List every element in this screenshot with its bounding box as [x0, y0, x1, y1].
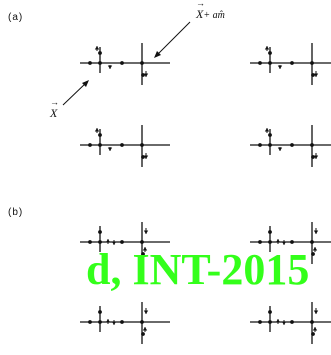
panel-a-top-left-site-dot-lower — [141, 73, 145, 77]
panel-a-bottom-right-spin-a2-head — [313, 155, 319, 159]
panel-a-bottom-right-site-dot-lower — [311, 155, 315, 159]
panel-a-bottom-left-site-dot-0 — [88, 143, 92, 147]
panel-a-bottom-left-site-dot-1 — [98, 143, 102, 147]
panel-b-bottom-right-spin-b4-head — [312, 327, 318, 331]
panel-b-top-right-spin-b2-head — [281, 241, 287, 245]
panel-b-top-left-spin-b1-head — [105, 239, 111, 243]
panel-a-bottom-right-site-dot-upper — [268, 133, 272, 137]
panel-b-top-left-spin-b4-head — [142, 247, 148, 251]
panel-a-bottom-right-site-dot-3 — [310, 143, 314, 147]
pointer-x-head — [82, 80, 89, 87]
panel-a-top-left-spin-a1-head — [94, 46, 100, 50]
pointer-x-plus-am-head — [154, 51, 161, 58]
panel-b-bottom-right-site-dot-2 — [290, 320, 294, 324]
panel-b-top-left-spin-b3-head — [143, 230, 149, 234]
panel-b-top-left-site-dot-lower — [141, 252, 145, 256]
panel-a-top-right-site-dot-3 — [310, 61, 314, 65]
panel-b-bottom-left-site-dot-upper — [98, 310, 102, 314]
panel-a-bottom-right-site-dot-2 — [290, 143, 294, 147]
panel-b-bottom-right-site-dot-lower — [311, 332, 315, 336]
panel-a-top-left-site-dot-upper — [98, 51, 102, 55]
panel-a-bottom-left-site-dot-lower — [141, 155, 145, 159]
panel-a-top-right-spin-a3-head — [277, 65, 283, 69]
panel-a-bottom-left-spin-a3-head — [107, 147, 113, 151]
panel-b-bottom-right-spin-b1-head — [275, 319, 281, 323]
panel-b-top-right-site-dot-3 — [310, 240, 314, 244]
panel-b-bottom-right-spin-b3-head — [313, 310, 319, 314]
panel-b-bottom-right-site-dot-0 — [258, 320, 262, 324]
panel-b-top-left-site-dot-upper — [98, 230, 102, 234]
panel-a-bottom-right-site-dot-0 — [258, 143, 262, 147]
panel-b-top-right-site-dot-0 — [258, 240, 262, 244]
panel-b-bottom-left-spin-b1-head — [105, 319, 111, 323]
panel-a-top-right-site-dot-0 — [258, 61, 262, 65]
panel-b-top-left-site-dot-2 — [120, 240, 124, 244]
annotation-x-vec: X — [196, 7, 203, 21]
panel-b-top-right-site-dot-2 — [290, 240, 294, 244]
panel-b-top-right-spin-b3-head — [313, 230, 319, 234]
panel-b-bottom-left-spin-b3-head — [143, 310, 149, 314]
panel-a-top-right-site-dot-upper — [268, 51, 272, 55]
panel-a-top-right-site-dot-1 — [268, 61, 272, 65]
annotation-x-plus-am: X+ am̂ — [196, 7, 225, 22]
panel-b-bottom-left-site-dot-1 — [98, 320, 102, 324]
panel-b-bottom-left-site-dot-3 — [140, 320, 144, 324]
panel-b-top-left-site-dot-0 — [88, 240, 92, 244]
panel-a-top-right-site-dot-2 — [290, 61, 294, 65]
panel-a-bottom-right-site-dot-1 — [268, 143, 272, 147]
panel-a-bottom-left-site-dot-3 — [140, 143, 144, 147]
panel-b-bottom-right-site-dot-1 — [268, 320, 272, 324]
panel-a-top-right-spin-a2-head — [313, 73, 319, 77]
panel-b-bottom-left-site-dot-lower — [141, 332, 145, 336]
panel-b-top-left-site-dot-3 — [140, 240, 144, 244]
panel-a-top-left-spin-a2-head — [143, 73, 149, 77]
panel-b-top-right-site-dot-lower — [311, 252, 315, 256]
panel-b-top-left-site-dot-1 — [98, 240, 102, 244]
panel-a-top-right-site-dot-lower — [311, 73, 315, 77]
panel-b-top-left-spin-b2-head — [111, 241, 117, 245]
panel-a-bottom-left-site-dot-2 — [120, 143, 124, 147]
panel-b-bottom-right-site-dot-3 — [310, 320, 314, 324]
panel-a-top-left-site-dot-2 — [120, 61, 124, 65]
pointer-x — [62, 81, 88, 106]
annotation-x-vec2: X — [50, 106, 57, 120]
panel-b-top-right-site-dot-upper — [268, 230, 272, 234]
panel-a-bottom-right-spin-a3-head — [277, 147, 283, 151]
panel-a-bottom-left-site-dot-upper — [98, 133, 102, 137]
panel-a-top-right-spin-a1-head — [264, 46, 270, 50]
panel-label-b: (b) — [8, 207, 24, 218]
panel-a-bottom-left-spin-a2-head — [143, 155, 149, 159]
panel-b-bottom-left-site-dot-0 — [88, 320, 92, 324]
panel-a-top-left-spin-a3-head — [107, 65, 113, 69]
watermark-text: d, INT-2015 — [86, 245, 310, 294]
panel-a-top-left-site-dot-0 — [88, 61, 92, 65]
panel-b-top-right-site-dot-1 — [268, 240, 272, 244]
panel-b-top-right-spin-b1-head — [275, 239, 281, 243]
panel-b-top-right-spin-b4-head — [312, 247, 318, 251]
annotation-plus-am: + am̂ — [203, 10, 225, 21]
panel-b-bottom-left-spin-b2-head — [111, 321, 117, 325]
panel-b-bottom-right-spin-b2-head — [281, 321, 287, 325]
panel-a-top-left-site-dot-1 — [98, 61, 102, 65]
annotation-x: X — [50, 106, 57, 121]
panel-b-bottom-left-spin-b4-head — [142, 327, 148, 331]
panel-a-bottom-left-spin-a1-head — [94, 128, 100, 132]
panel-a-top-left-site-dot-3 — [140, 61, 144, 65]
panel-b-bottom-right-site-dot-upper — [268, 310, 272, 314]
panel-label-a: (a) — [8, 12, 24, 23]
panel-a-bottom-right-spin-a1-head — [264, 128, 270, 132]
pointer-x-plus-am — [155, 21, 191, 57]
panel-b-bottom-left-site-dot-2 — [120, 320, 124, 324]
